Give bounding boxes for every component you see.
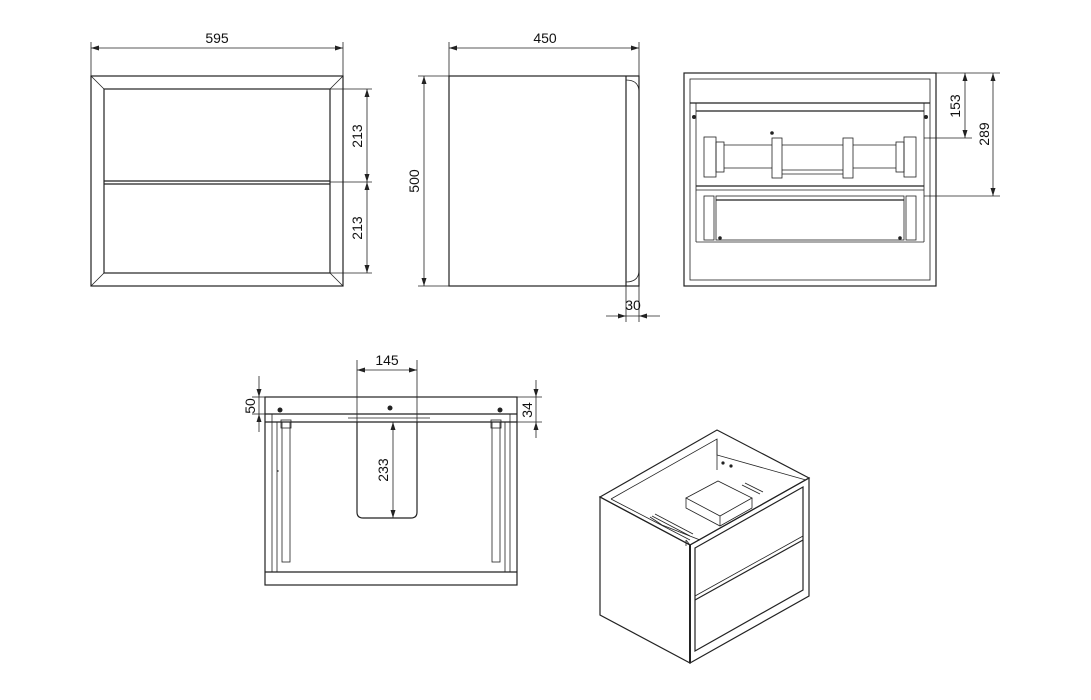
top-view xyxy=(264,396,518,586)
dim-label-500: 500 xyxy=(406,169,422,193)
dim-top-cutout-width: 145 xyxy=(356,352,418,422)
dim-label-233: 233 xyxy=(375,458,391,482)
dim-label-34: 34 xyxy=(519,402,535,418)
dim-label-595: 595 xyxy=(205,30,229,46)
dim-label-50: 50 xyxy=(242,398,258,414)
top-cutout xyxy=(356,422,418,519)
top-outer xyxy=(264,396,518,586)
back-view xyxy=(683,72,937,287)
dim-top-left-offset: 50 xyxy=(242,376,265,432)
dim-side-front-thickness: 30 xyxy=(606,286,660,322)
dim-top-right-offset: 34 xyxy=(517,380,542,438)
dim-top-cutout-depth: 233 xyxy=(375,422,396,518)
back-outer xyxy=(683,72,937,287)
dim-label-450: 450 xyxy=(533,30,557,46)
dim-front-drawers: 213 213 xyxy=(330,88,372,274)
isometric-view xyxy=(598,429,811,665)
front-view xyxy=(90,75,344,287)
dim-back-offsets: 153 289 xyxy=(924,72,1000,197)
dim-side-depth: 450 xyxy=(448,30,640,76)
front-outer-frame xyxy=(90,75,344,287)
dim-label-153: 153 xyxy=(947,94,963,118)
dim-label-30: 30 xyxy=(625,297,641,313)
dim-label-145: 145 xyxy=(375,352,399,368)
dim-label-213-bottom: 213 xyxy=(349,216,365,240)
side-view xyxy=(448,75,640,287)
iso-drawer-divider xyxy=(694,539,804,601)
dim-side-height: 500 xyxy=(406,75,449,287)
side-outer xyxy=(448,75,640,287)
dim-label-213-top: 213 xyxy=(349,124,365,148)
dim-front-width: 595 xyxy=(90,30,344,76)
dim-label-289: 289 xyxy=(976,122,992,146)
